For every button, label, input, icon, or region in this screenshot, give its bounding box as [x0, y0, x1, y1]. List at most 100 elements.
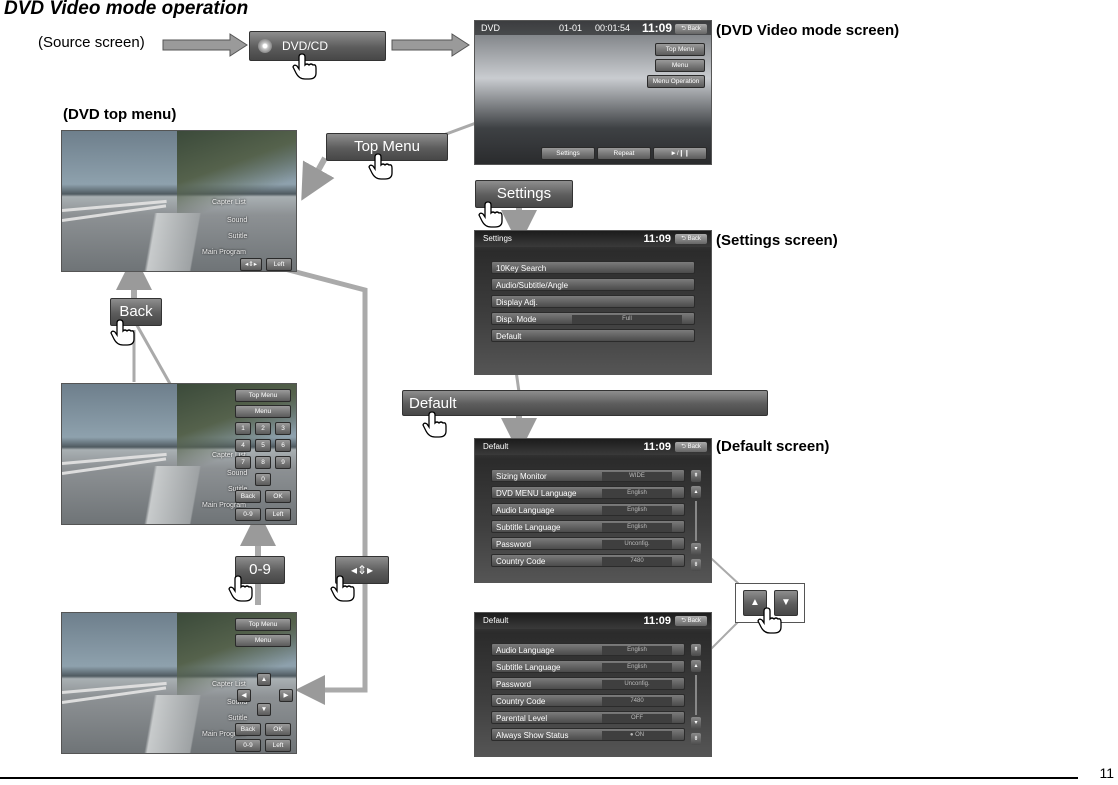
keypad-menu-screen: Capter List Sound Sutitle Main Program T… — [61, 383, 297, 525]
back-button[interactable]: ⮌ Back — [675, 24, 707, 34]
top-menu-big-button[interactable]: Top Menu — [326, 133, 448, 161]
menu-item-subtitle[interactable]: Sutitle — [228, 486, 248, 493]
scrollbar-track[interactable] — [695, 675, 697, 715]
scroll-up-button[interactable]: ▴ — [691, 660, 701, 672]
ok-button[interactable]: OK — [265, 490, 291, 503]
top-menu-button[interactable]: Top Menu — [655, 43, 705, 56]
page-number: 11 — [1099, 765, 1114, 781]
menu-button[interactable]: Menu — [655, 59, 705, 72]
cursor-up-button[interactable]: ▲ — [257, 673, 271, 686]
default-big-button[interactable]: Default — [402, 390, 768, 416]
key-6[interactable]: 6 — [275, 439, 291, 452]
menu-item-chapter-list[interactable]: Capter List — [212, 681, 246, 688]
key-1[interactable]: 1 — [235, 422, 251, 435]
cursor-right-button[interactable]: ▶ — [279, 689, 293, 702]
scroll-down-big-button[interactable]: ▼ — [774, 590, 798, 616]
menu-item-sound[interactable]: Sound — [227, 699, 248, 706]
settings-item-default[interactable]: Default — [491, 329, 695, 342]
clock: 11:09 — [643, 441, 671, 453]
default-screen-label: (Default screen) — [716, 438, 830, 455]
settings-item-display-adj[interactable]: Display Adj. — [491, 295, 695, 308]
scroll-up-big-button[interactable]: ▲ — [743, 590, 767, 616]
dvd-source-label: DVD — [481, 23, 501, 33]
menu-item-subtitle[interactable]: Sutitle — [228, 715, 248, 722]
arrow-keys-big-button[interactable]: ◂⇕▸ — [335, 556, 389, 584]
key-0[interactable]: 0 — [255, 473, 271, 486]
menu-item-main-program[interactable]: Main Program — [202, 731, 246, 738]
menu-item-chapter-list[interactable]: Capter List — [212, 199, 246, 206]
key-9[interactable]: 9 — [275, 456, 291, 469]
clock: 11:09 — [643, 233, 671, 245]
hand-pointer-icon — [478, 201, 503, 228]
settings-item-audio-subtitle-angle[interactable]: Audio/Subtitle/Angle — [491, 278, 695, 291]
scroll-top-button[interactable]: ⇞ — [691, 470, 701, 482]
repeat-button[interactable]: Repeat — [597, 147, 651, 160]
menu-item-chapter-list[interactable]: Capter List — [212, 452, 246, 459]
scroll-down-button[interactable]: ▾ — [691, 543, 701, 555]
left-button[interactable]: Left — [265, 739, 291, 752]
menu-item-sound[interactable]: Sound — [227, 470, 248, 477]
disc-icon — [258, 39, 272, 53]
cursor-left-button[interactable]: ◀ — [237, 689, 251, 702]
menu-button[interactable]: Menu — [235, 634, 291, 647]
settings-screen-label: (Settings screen) — [716, 232, 838, 249]
back-button[interactable]: ⮌ Back — [675, 234, 707, 244]
key-4[interactable]: 4 — [235, 439, 251, 452]
key-3[interactable]: 3 — [275, 422, 291, 435]
menu-item-subtitle[interactable]: Sutitle — [228, 233, 248, 240]
key-7[interactable]: 7 — [235, 456, 251, 469]
hand-pointer-icon — [228, 575, 253, 602]
play-pause-button[interactable]: ►/❙❙ — [653, 147, 707, 160]
top-menu-button[interactable]: Top Menu — [235, 618, 291, 631]
scrollbar-track[interactable] — [695, 501, 697, 541]
back-button[interactable]: Back — [235, 490, 261, 503]
default-item-always-show-status[interactable]: Always Show Status● ON — [491, 728, 685, 741]
ok-button[interactable]: OK — [265, 723, 291, 736]
hand-pointer-icon — [330, 575, 355, 602]
key-5[interactable]: 5 — [255, 439, 271, 452]
scroll-top-button[interactable]: ⇞ — [691, 644, 701, 656]
key-8[interactable]: 8 — [255, 456, 271, 469]
flow-arrow-1 — [162, 33, 248, 57]
arrow-keys-button[interactable]: ◂⇕▸ — [240, 258, 262, 271]
back-button[interactable]: ⮌ Back — [675, 616, 707, 626]
settings-button[interactable]: Settings — [541, 147, 595, 160]
top-menu-button[interactable]: Top Menu — [235, 389, 291, 402]
menu-item-main-program[interactable]: Main Program — [202, 249, 246, 256]
menu-button[interactable]: Menu — [235, 405, 291, 418]
scroll-down-button[interactable]: ▾ — [691, 717, 701, 729]
always-show-status-toggle[interactable]: ● ON — [602, 731, 672, 740]
scroll-bottom-button[interactable]: ⇟ — [691, 559, 701, 571]
screen-title: Default — [483, 616, 509, 625]
zero-nine-big-button[interactable]: 0-9 — [235, 556, 285, 584]
left-button[interactable]: Left — [266, 258, 292, 271]
zero-nine-button[interactable]: 0-9 — [235, 508, 261, 521]
back-button[interactable]: ⮌ Back — [675, 442, 707, 452]
zero-nine-button[interactable]: 0-9 — [235, 739, 261, 752]
settings-item-10key-search[interactable]: 10Key Search — [491, 261, 695, 274]
left-button[interactable]: Left — [265, 508, 291, 521]
cursor-down-button[interactable]: ▼ — [257, 703, 271, 716]
menu-item-main-program[interactable]: Main Program — [202, 502, 246, 509]
dvd-cd-button[interactable]: DVD/CD — [249, 31, 386, 61]
source-screen-label: (Source screen) — [38, 34, 145, 51]
scroll-up-button[interactable]: ▴ — [691, 486, 701, 498]
menu-operation-button[interactable]: Menu Operation — [647, 75, 705, 88]
back-button[interactable]: Back — [235, 723, 261, 736]
key-2[interactable]: 2 — [255, 422, 271, 435]
menu-item-sound[interactable]: Sound — [227, 217, 248, 224]
scroll-bottom-button[interactable]: ⇟ — [691, 733, 701, 745]
settings-item-disp-mode[interactable]: Disp. Mode Full — [491, 312, 695, 325]
